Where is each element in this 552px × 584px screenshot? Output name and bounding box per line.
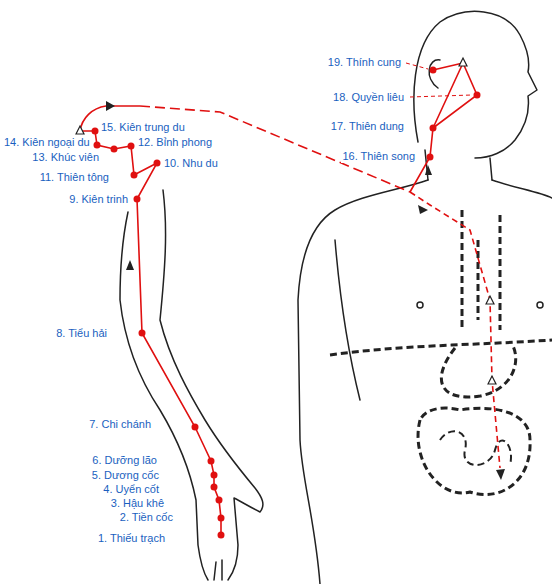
acupoint-dot (111, 146, 118, 153)
acupoint-dot (208, 458, 215, 465)
nipple (537, 302, 543, 308)
leader-line (410, 95, 472, 97)
point-label: 16. Thiên song (341, 150, 416, 163)
arrow-head (126, 260, 134, 270)
point-label: 4. Uyển cốt (102, 483, 160, 496)
acupoint-dot (139, 330, 146, 337)
neck-outline (425, 150, 492, 180)
intestine-outline (440, 431, 511, 465)
acupoint-dots (92, 67, 481, 539)
point-label: 18. Quyền liêu (332, 91, 405, 104)
point-label: 6. Dưỡng lão (91, 454, 158, 467)
arrow-head (496, 469, 505, 480)
triangle-marker (76, 126, 84, 134)
ear-outline (429, 60, 440, 88)
stomach-outline (441, 344, 515, 397)
acupoint-dot (128, 143, 135, 150)
point-label: 7. Chi chánh (88, 418, 152, 431)
nipple (417, 302, 423, 308)
body-outline (120, 11, 552, 584)
triangle-marker (76, 58, 496, 384)
acupoint-dot (218, 532, 225, 539)
triangle-marker (486, 296, 494, 304)
acupoint-dot (211, 472, 218, 479)
point-label: 15. Kiên trung du (100, 121, 186, 134)
direction-arrow (106, 101, 505, 480)
acupoint-dot (92, 128, 99, 135)
acupoint-dot (131, 172, 138, 179)
arrow-head (106, 101, 115, 111)
point-label: 19. Thính cung (327, 56, 402, 69)
acupoint-dot (474, 92, 481, 99)
meridian-line (80, 63, 500, 535)
acupoint-dot (94, 142, 101, 149)
acupoint-dot (154, 160, 161, 167)
acupoint-dot (430, 67, 437, 74)
point-label: 11. Thiên tông (39, 171, 110, 184)
acupoint-dot (211, 484, 218, 491)
point-label: 5. Dương cốc (91, 469, 160, 482)
point-label: 3. Hậu khê (110, 497, 165, 510)
point-label: 8. Tiểu hải (55, 327, 108, 340)
intestine-outline (418, 408, 530, 494)
acupoint-dot (218, 515, 225, 522)
leader-line (406, 63, 428, 69)
acupoint-dot (427, 154, 434, 161)
arrow-head (425, 165, 432, 175)
point-label: 1. Thiếu trạch (97, 532, 166, 545)
diaphragm-line (330, 340, 552, 355)
point-label: 2. Tiền cốc (119, 511, 174, 524)
leader-line (406, 63, 472, 97)
acupoint-dot (192, 424, 199, 431)
acupoint-dot (216, 497, 223, 504)
point-label: 17. Thiên dung (330, 120, 405, 133)
triangle-marker (459, 58, 467, 66)
acupoint-dot (430, 125, 437, 132)
point-label: 10. Nhu du (163, 157, 219, 170)
acupoint-dot (134, 196, 141, 203)
arm-outline (160, 190, 263, 580)
point-label: 9. Kiên trinh (68, 193, 129, 206)
point-label: 14. Kiên ngoại du (3, 136, 91, 149)
torso-outline (298, 180, 428, 584)
torso-outline (492, 180, 552, 198)
organ-outline (330, 210, 552, 495)
point-label: 13. Khúc viên (31, 151, 100, 164)
torso-outline (335, 240, 360, 400)
meridian-path (410, 192, 500, 468)
point-label: 12. Bỉnh phong (137, 136, 213, 149)
arrow-head (418, 205, 428, 214)
finger-outline (214, 560, 222, 580)
triangle-marker (488, 376, 496, 384)
meridian-path (410, 63, 477, 192)
